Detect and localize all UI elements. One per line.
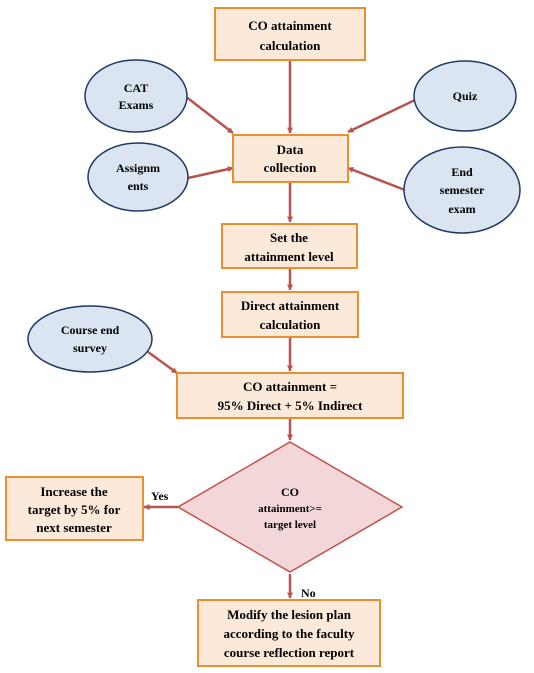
node-text: Increase the — [40, 484, 108, 499]
node-text: calculation — [260, 317, 321, 332]
node-text: survey — [73, 341, 107, 355]
node-text: course reflection report — [224, 645, 355, 660]
node-text: attainment level — [244, 249, 334, 264]
node-co-attainment-formula: CO attainment = 95% Direct + 5% Indirect — [176, 372, 404, 419]
arrow-survey-to-formula — [147, 350, 178, 375]
edge-label-yes: Yes — [151, 489, 169, 503]
node-assignments: Assignm ents — [87, 142, 189, 212]
node-increase-target: Increase the target by 5% for next semes… — [5, 476, 144, 541]
arrow-assign-to-data — [187, 166, 234, 180]
node-text: target by 5% for — [28, 502, 121, 517]
node-text: End — [451, 165, 473, 179]
node-text: Exams — [119, 98, 154, 112]
node-text: CO — [281, 485, 299, 499]
node-text: CAT — [124, 81, 148, 95]
node-direct-attainment-calculation: Direct attainment calculation — [221, 291, 359, 338]
node-text: target level — [264, 519, 316, 531]
node-text: Quiz — [453, 89, 478, 103]
edge-label-no: No — [301, 586, 316, 600]
node-text: collection — [264, 160, 317, 175]
arrow-quiz-to-data — [347, 98, 416, 134]
connectors — [143, 60, 416, 599]
node-text: Set the — [270, 230, 308, 245]
node-end-semester-exam: End semester exam — [403, 146, 521, 234]
node-text: 95% Direct + 5% Indirect — [218, 398, 364, 413]
arrow-cat-to-data — [184, 95, 234, 134]
node-co-attainment-calculation: CO attainment calculation — [214, 7, 366, 61]
node-text: Direct attainment — [241, 298, 340, 313]
node-course-end-survey: Course end survey — [27, 305, 153, 373]
node-data-collection: Data collection — [232, 134, 349, 183]
node-text: ents — [128, 179, 149, 193]
node-text: attainment>= — [258, 503, 322, 515]
node-text: Data — [277, 142, 304, 157]
node-text: according to the faculty — [223, 626, 355, 641]
node-text: CO attainment — [248, 18, 332, 33]
node-text: next semester — [36, 520, 112, 535]
node-modify-lesson-plan: Modify the lesion plan according to the … — [197, 599, 381, 667]
node-text: exam — [448, 202, 475, 216]
node-quiz: Quiz — [413, 60, 517, 132]
node-text: Assignm — [116, 161, 160, 175]
node-text: CO attainment = — [243, 379, 337, 394]
node-set-attainment-level: Set the attainment level — [221, 223, 358, 269]
node-text: semester — [440, 183, 485, 197]
node-text: Course end — [61, 323, 120, 337]
node-text: calculation — [260, 38, 321, 53]
node-cat-exams: CAT Exams — [84, 59, 188, 133]
node-text: Modify the lesion plan — [227, 607, 352, 622]
arrow-endsem-to-data — [347, 166, 406, 192]
node-decision-target-level: CO attainment>= target level — [176, 441, 404, 573]
